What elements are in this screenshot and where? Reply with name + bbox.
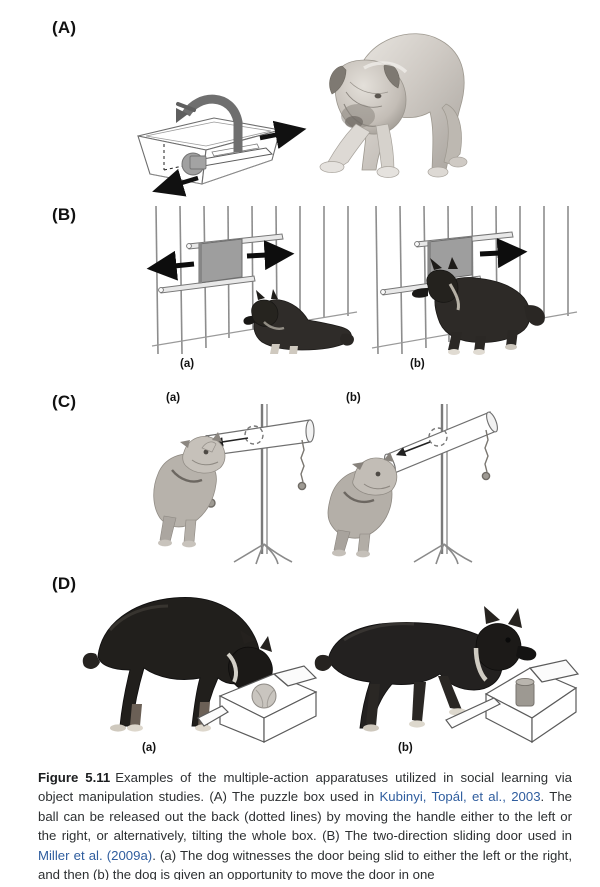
door-right-arrow xyxy=(246,240,295,271)
panel-label-c: (C) xyxy=(52,392,77,411)
caption-figure-number: Figure 5.11 xyxy=(38,770,111,785)
panel-c-a-artwork xyxy=(150,404,350,565)
panel-d-a-dog xyxy=(82,596,273,732)
puzzle-box-diagram xyxy=(137,94,307,197)
panel-c-sub-label-b: (b) xyxy=(346,392,361,404)
citation-kubinyi[interactable]: Kubinyi, Topál, et al., 2003 xyxy=(379,789,541,805)
panel-a-artwork xyxy=(120,78,330,198)
panel-b-sub-label-a: (a) xyxy=(180,358,195,370)
panel-label-a: (A) xyxy=(52,18,77,37)
panel-label-d: (D) xyxy=(52,574,77,593)
caption-segment-0: Examples of the multiple-action apparatu… xyxy=(38,770,572,805)
door-right-arrow xyxy=(479,238,528,269)
panel-d-sub-label-a: (a) xyxy=(142,742,157,754)
caption-segment-4: . (a) The dog witnesses the door being s… xyxy=(38,847,573,883)
caption-segment-2: . The ball can be released out the back … xyxy=(38,789,572,844)
panel-c-b-artwork xyxy=(327,404,545,565)
citation-miller[interactable]: Miller et al. (2009a) xyxy=(38,847,153,863)
panel-c-sub-label-a: (a) xyxy=(166,392,181,404)
door-left-arrow xyxy=(146,250,195,281)
panel-d-b-dog xyxy=(314,606,537,732)
panel-d-b-artwork xyxy=(314,590,580,750)
panel-b-a-artwork xyxy=(146,205,358,355)
right-chain xyxy=(481,429,491,481)
handle-right-arrow xyxy=(259,120,307,150)
panel-d-b-box xyxy=(445,659,580,744)
panel-a-dog-bullmastiff xyxy=(300,12,485,187)
panel-c-a-dog xyxy=(153,432,226,548)
panel-d-sub-label-b: (b) xyxy=(398,742,413,754)
right-chain xyxy=(297,439,307,491)
handle-left-arrow xyxy=(152,168,199,197)
panel-b-b-dog xyxy=(412,257,545,355)
panel-label-b: (B) xyxy=(52,205,77,224)
panel-b-sub-label-b: (b) xyxy=(410,358,425,370)
panel-c-b-dog xyxy=(327,452,398,558)
panel-d-a-artwork xyxy=(82,578,318,748)
panel-b-b-artwork xyxy=(371,205,578,355)
panel-b-a-dog xyxy=(243,289,354,354)
